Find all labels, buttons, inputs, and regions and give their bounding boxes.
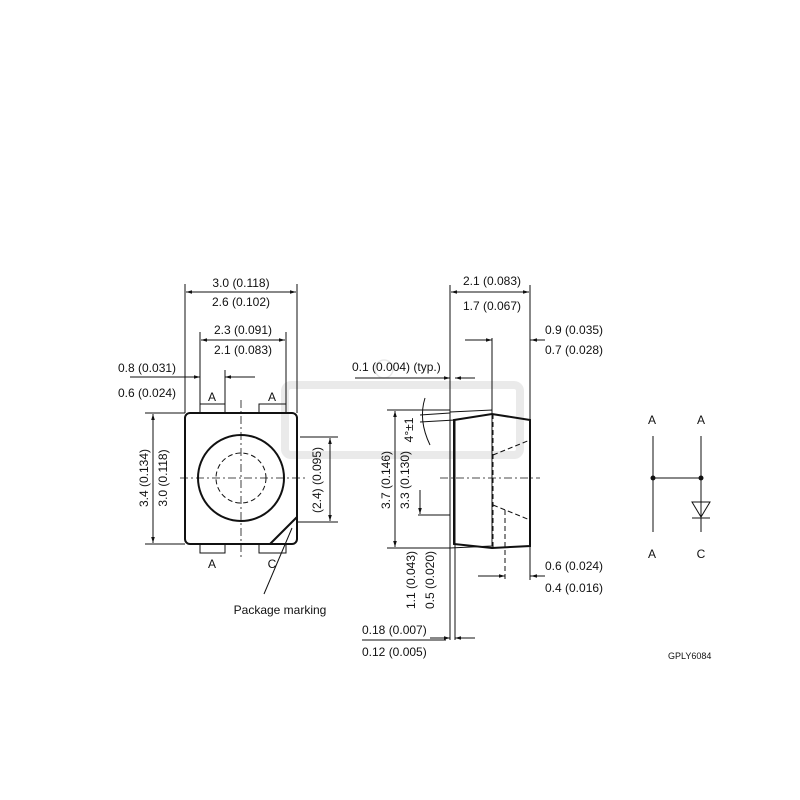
front-height-min: 3.0 (0.118) xyxy=(156,449,170,506)
side-depth-min: 1.7 (0.067) xyxy=(463,299,521,313)
front-height-max: 3.4 (0.134) xyxy=(137,449,151,507)
side-lead-length-min: 0.5 (0.020) xyxy=(423,551,437,609)
front-width-max: 3.0 (0.118) xyxy=(212,276,269,290)
lead-top-right xyxy=(258,403,287,414)
side-lead-gap: 0.1 (0.004) (typ.) xyxy=(352,360,441,374)
pin-label-bottom-right: C xyxy=(268,557,277,571)
front-width-min: 2.6 (0.102) xyxy=(212,295,270,309)
side-lens-offset-max: 0.9 (0.035) xyxy=(545,323,603,337)
side-draft-angle: 4°±1 xyxy=(402,417,416,442)
side-height-max: 3.7 (0.146) xyxy=(379,451,393,509)
schematic-top-right: A xyxy=(697,413,705,427)
lead-bottom-right xyxy=(258,543,287,554)
front-lead-width-max: 0.8 (0.031) xyxy=(118,361,176,375)
side-rear-max: 0.6 (0.024) xyxy=(545,559,603,573)
side-lead-thickness-min: 0.12 (0.005) xyxy=(362,645,427,659)
pin-label-top-right: A xyxy=(268,390,276,404)
side-rear-min: 0.4 (0.016) xyxy=(545,581,603,595)
side-height-min: 3.3 (0.130) xyxy=(398,451,412,509)
drawing-code: GPLY6084 xyxy=(668,651,711,661)
lead-bottom-left xyxy=(199,543,226,554)
package-marking-label: Package marking xyxy=(234,603,327,617)
front-lens-diameter: (2.4) (0.095) xyxy=(310,447,324,513)
schematic-bottom-right: C xyxy=(697,547,706,561)
side-depth-max: 2.1 (0.083) xyxy=(463,274,521,288)
pin-label-top-left: A xyxy=(208,390,216,404)
side-lead-thickness-max: 0.18 (0.007) xyxy=(362,623,427,637)
schematic-bottom-left: A xyxy=(648,547,656,561)
side-lead-length-max: 1.1 (0.043) xyxy=(404,551,418,609)
lead-top-left xyxy=(199,403,226,414)
side-lens-offset-min: 0.7 (0.028) xyxy=(545,343,603,357)
front-lead-width-min: 0.6 (0.024) xyxy=(118,386,176,400)
front-lead-span-max: 2.3 (0.091) xyxy=(214,323,272,337)
front-lead-span-min: 2.1 (0.083) xyxy=(214,343,272,357)
diode-symbol xyxy=(691,501,711,518)
marking-bevel xyxy=(269,516,298,545)
front-view: 3.0 (0.118) 2.6 (0.102) 2.3 (0.091) 2.1 … xyxy=(118,276,338,617)
marking-leader xyxy=(263,527,293,595)
pin-label-bottom-left: A xyxy=(208,557,216,571)
pin-schematic: A A A C xyxy=(648,413,711,561)
schematic-top-left: A xyxy=(648,413,656,427)
side-view: 2.1 (0.083) 1.7 (0.067) 0.9 (0.035) 0.7 … xyxy=(352,274,603,659)
